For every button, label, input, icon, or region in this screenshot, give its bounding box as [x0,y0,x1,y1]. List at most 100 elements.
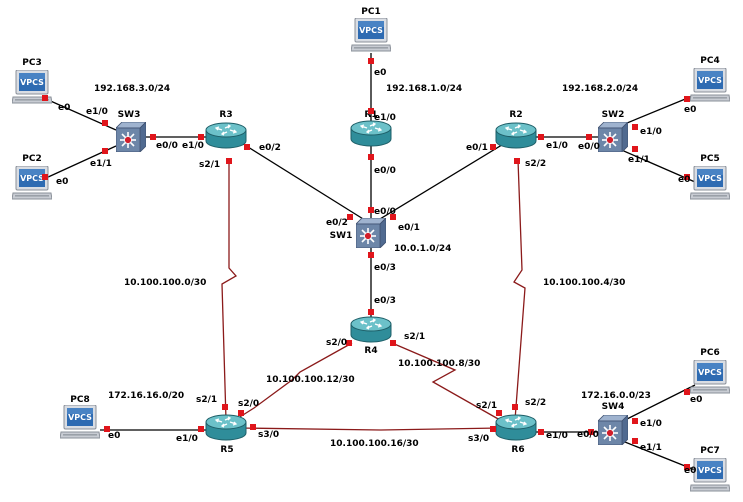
switch-icon [598,415,628,445]
port-dot [632,124,638,130]
port-label: e1/0 [546,141,568,151]
link-sw2-pc5[interactable] [609,144,696,183]
subnet-label: 10.100.100.4/30 [543,278,625,288]
link-r4-r6-serial[interactable] [391,342,501,421]
device-label: R6 [511,445,524,455]
port-dot [684,96,690,102]
port-dot [586,134,592,140]
port-dot [514,158,520,164]
port-label: s2/0 [326,338,347,348]
device-label: PC4 [700,56,719,66]
port-label: e0/0 [577,430,599,440]
link-sw1-r2[interactable] [374,136,516,223]
link-r4-r5-serial[interactable] [234,342,353,421]
pc-screen-text: VPCS [698,368,722,377]
port-label: e0 [56,177,68,187]
r3[interactable]: R3 [205,110,247,149]
r6[interactable]: R6 [495,414,537,455]
port-label: e0/0 [374,166,396,176]
device-label: R1 [364,110,377,120]
port-label: s2/1 [404,332,425,342]
device-label: PC5 [700,154,719,164]
port-label: s3/0 [258,430,279,440]
port-label: e1/0 [176,434,198,444]
device-label: PC1 [361,7,380,17]
port-label: e0 [374,68,386,78]
port-dot [368,108,374,114]
port-label: e0/0 [578,142,600,152]
pc3[interactable]: VPCS PC3 [12,58,52,104]
switch-icon [356,218,386,248]
pc-screen-text: VPCS [68,413,92,422]
r5[interactable]: R5 [205,414,247,455]
port-label: e0/2 [259,143,281,153]
port-dot [104,426,110,432]
port-dot [368,252,374,258]
pc2[interactable]: VPCS PC2 [12,154,52,200]
link-r3-sw1[interactable] [231,136,369,223]
pc-screen-text: VPCS [698,466,722,475]
port-dot [346,340,352,346]
subnet-label: 10.100.100.12/30 [266,375,355,385]
device-label: R3 [219,110,232,120]
pc6[interactable]: VPCS PC6 [690,348,730,394]
device-label: SW4 [602,402,625,412]
port-dot [390,214,396,220]
subnet-label: 172.16.0.0/23 [581,391,651,401]
pc5[interactable]: VPCS PC5 [690,154,730,200]
pc-screen-text: VPCS [698,174,722,183]
pc-screen-text: VPCS [698,76,722,85]
port-dot [684,174,690,180]
port-label: s2/1 [476,401,497,411]
sw1[interactable]: SW1 [330,218,386,248]
pc1[interactable]: VPCS PC1 [351,7,391,52]
port-label: e1/0 [182,141,204,151]
router-icon [495,414,537,441]
port-dot [250,424,256,430]
sw4[interactable]: SW4 [598,402,628,445]
r1[interactable]: R1 [350,110,392,147]
port-labels: e0 e1/0 e0 e1/1 e0/0 e1/0 s2/1 e0/2 e0 e… [56,68,702,476]
link-r3-r5-serial[interactable] [221,160,238,421]
router-icon [350,120,392,147]
port-dot [512,404,518,410]
device-label: PC6 [700,348,719,358]
port-dot [490,144,496,150]
network-labels: 192.168.3.0/24 192.168.1.0/24 192.168.2.… [94,84,651,449]
device-label: SW2 [602,110,625,120]
port-dot [490,426,496,432]
device-label: R4 [364,346,377,356]
subnet-label: 10.100.100.16/30 [330,439,419,449]
port-label: e0 [678,175,690,185]
device-label: R5 [220,445,233,455]
r2[interactable]: R2 [495,110,537,149]
port-dot [538,134,544,140]
link-sw4-pc7[interactable] [614,437,696,471]
port-dot [588,429,594,435]
pc8[interactable]: VPCS PC8 [60,395,100,439]
port-dot [368,207,374,213]
subnet-label: 10.100.100.8/30 [398,359,480,369]
port-label: e1/0 [546,431,568,441]
sw2[interactable]: SW2 [598,110,628,152]
port-dot [226,158,232,164]
pc-screen-text: VPCS [359,26,383,35]
subnet-label: 192.168.2.0/24 [562,84,638,94]
switch-icon [598,122,628,152]
port-dot [368,154,374,160]
port-dot [632,438,638,444]
port-dot [150,134,156,140]
port-label: s2/2 [525,398,546,408]
port-dot [198,426,204,432]
link-sw4-pc6[interactable] [614,384,696,426]
port-dot [102,120,108,126]
link-r5-r6-serial[interactable] [239,427,501,431]
pc4[interactable]: VPCS PC4 [690,56,730,102]
r4[interactable]: R4 [350,316,392,356]
pc7[interactable]: VPCS PC7 [690,446,730,492]
sw3[interactable]: SW3 [116,110,146,152]
devices: VPCS PC1 VPCS PC3 VPCS PC2 VPCS PC4 VPCS… [12,7,730,492]
link-r2-r6-serial[interactable] [513,159,526,421]
port-dots [42,58,690,470]
